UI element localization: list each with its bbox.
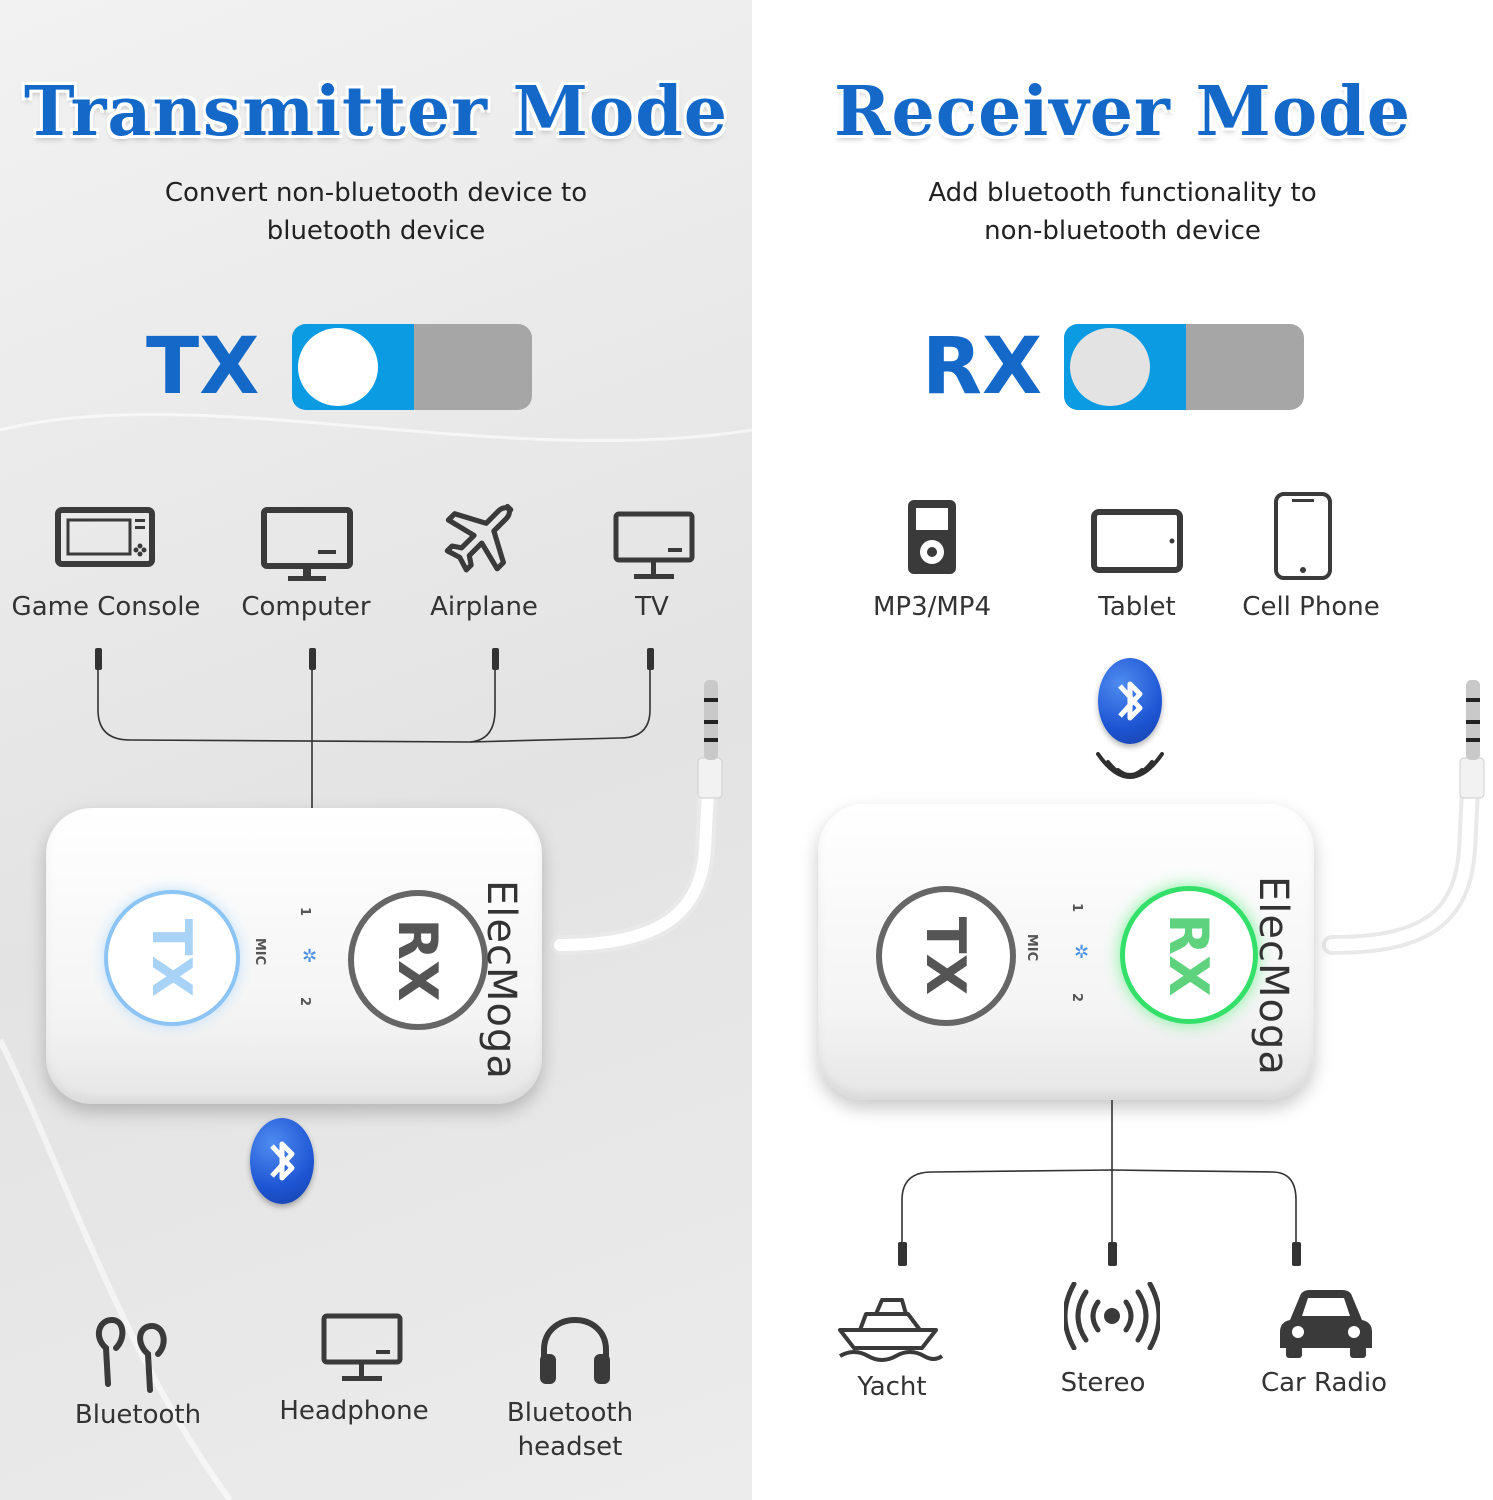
receiver-subtitle-line1: Add bluetooth functionality to xyxy=(928,178,1317,208)
monitor-icon xyxy=(321,1313,403,1381)
tx-bluetooth-icon xyxy=(250,1118,314,1204)
rx-switch-label: RX xyxy=(922,322,1043,412)
rx-device-body: TX RX MIC 1 2 ✲ ElecMoga xyxy=(818,804,1314,1100)
receiver-panel: Receiver Mode Add bluetooth functionalit… xyxy=(752,0,1493,1500)
output-label-yacht: Yacht xyxy=(857,1372,927,1402)
tablet-icon xyxy=(1091,509,1183,573)
receiver-subtitle: Add bluetooth functionality to non-bluet… xyxy=(752,174,1493,250)
car-icon xyxy=(1280,1290,1372,1358)
port-1-label: 1 xyxy=(297,906,313,917)
tx-button[interactable]: TX xyxy=(104,890,240,1026)
rx-button[interactable]: RX xyxy=(1120,886,1258,1024)
tv-icon xyxy=(613,511,695,579)
led-icon: ✲ xyxy=(302,946,318,967)
signal-waves-icon xyxy=(1096,752,1164,779)
port-2-label: 2 xyxy=(297,996,313,1007)
source-label-mp3: MP3/MP4 xyxy=(872,592,992,622)
transmitter-title: Transmitter Mode xyxy=(23,72,729,152)
stereo-icon xyxy=(1064,1282,1160,1350)
rx-brand-label: ElecMoga xyxy=(1250,876,1296,1076)
airplane-icon xyxy=(444,503,514,573)
output-label-headset-line2: headset xyxy=(517,1432,623,1462)
transmitter-subtitle: Convert non-bluetooth device to bluetoot… xyxy=(0,174,752,250)
switch-knob xyxy=(1070,328,1150,406)
cell-phone-icon xyxy=(1274,492,1332,580)
tx-input-cables xyxy=(95,648,654,810)
rx-mode-switch[interactable] xyxy=(1064,324,1304,410)
source-label-cell-phone: Cell Phone xyxy=(1242,592,1380,622)
tx-button[interactable]: TX xyxy=(876,886,1016,1026)
tx-device-body: TX RX MIC 1 2 ✲ ElecMoga xyxy=(46,808,542,1104)
rx-output-cables xyxy=(898,1100,1301,1266)
mic-label: MIC xyxy=(252,937,268,966)
port-1-label: 1 xyxy=(1069,902,1085,913)
tx-brand-label: ElecMoga xyxy=(478,880,524,1080)
tx-switch-label: TX xyxy=(146,322,260,412)
rx-aux-cable xyxy=(1322,680,1485,955)
output-label-bluetooth-headset: Bluetooth headset xyxy=(496,1396,644,1464)
computer-icon xyxy=(261,507,353,581)
yacht-icon xyxy=(838,1298,944,1362)
source-label-tablet: Tablet xyxy=(1098,592,1176,622)
source-label-tv: TV xyxy=(635,592,669,622)
receiver-title: Receiver Mode xyxy=(834,72,1411,152)
source-label-computer: Computer xyxy=(241,592,371,622)
tx-mode-switch[interactable] xyxy=(292,324,532,410)
port-2-label: 2 xyxy=(1069,992,1085,1003)
game-console-icon xyxy=(55,507,155,567)
tx-aux-cable xyxy=(550,680,723,955)
output-label-stereo: Stereo xyxy=(1060,1368,1146,1398)
rx-bluetooth-icon xyxy=(1098,658,1162,744)
rx-button[interactable]: RX xyxy=(348,890,488,1030)
switch-knob xyxy=(298,328,378,406)
source-label-game-console: Game Console xyxy=(11,592,201,622)
transmitter-subtitle-line2: bluetooth device xyxy=(266,216,486,246)
receiver-subtitle-line2: non-bluetooth device xyxy=(984,216,1261,246)
mp3-player-icon xyxy=(908,500,956,574)
transmitter-panel: Transmitter Mode Convert non-bluetooth d… xyxy=(0,0,752,1500)
transmitter-subtitle-line1: Convert non-bluetooth device to xyxy=(164,178,588,208)
background-swoosh xyxy=(0,0,752,1500)
headset-icon xyxy=(540,1317,610,1384)
led-icon: ✲ xyxy=(1074,942,1090,963)
output-label-car-radio: Car Radio xyxy=(1260,1368,1388,1398)
mic-label: MIC xyxy=(1024,933,1040,962)
output-label-bluetooth: Bluetooth xyxy=(74,1400,202,1430)
source-label-airplane: Airplane xyxy=(430,592,538,622)
output-label-headphone: Headphone xyxy=(279,1396,429,1426)
output-label-headset-line1: Bluetooth xyxy=(506,1398,634,1428)
earbuds-icon xyxy=(95,1317,167,1393)
